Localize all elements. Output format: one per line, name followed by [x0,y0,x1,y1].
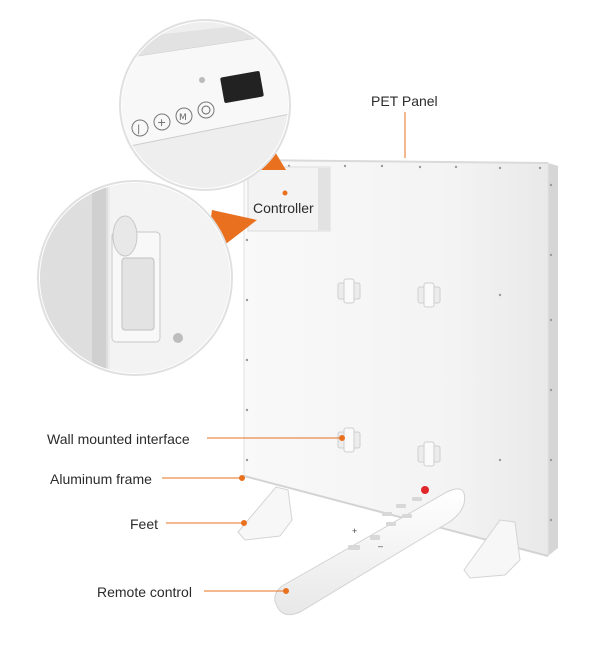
controller-label: Controller [253,200,314,216]
pet-panel-label: PET Panel [371,93,438,109]
controller-box-side [318,168,330,230]
svg-text:–: – [378,541,383,551]
controller-box [247,166,331,232]
feet-label: Feet [130,516,159,532]
aluminum-frame-top [243,159,549,164]
plus-icon: + [157,116,166,129]
svg-text:+: + [352,526,357,536]
power-icon: | [137,124,140,135]
controller-marker [282,190,288,196]
remote-power-button [421,486,429,494]
wall-mounted-interface-label: Wall mounted interface [47,431,190,447]
aluminum-frame-edge [548,163,558,556]
aluminum-frame-label: Aluminum frame [50,471,152,487]
mode-icon: M [179,113,187,123]
wall-mount-zoom [37,180,233,376]
remote-control: + – [274,486,466,616]
controller-zoom: | + M [119,19,291,191]
controller-display [220,71,264,103]
circle-icon [201,105,211,115]
remote-control-label: Remote control [97,584,192,600]
leader-lines [162,112,406,594]
feet [237,486,521,579]
